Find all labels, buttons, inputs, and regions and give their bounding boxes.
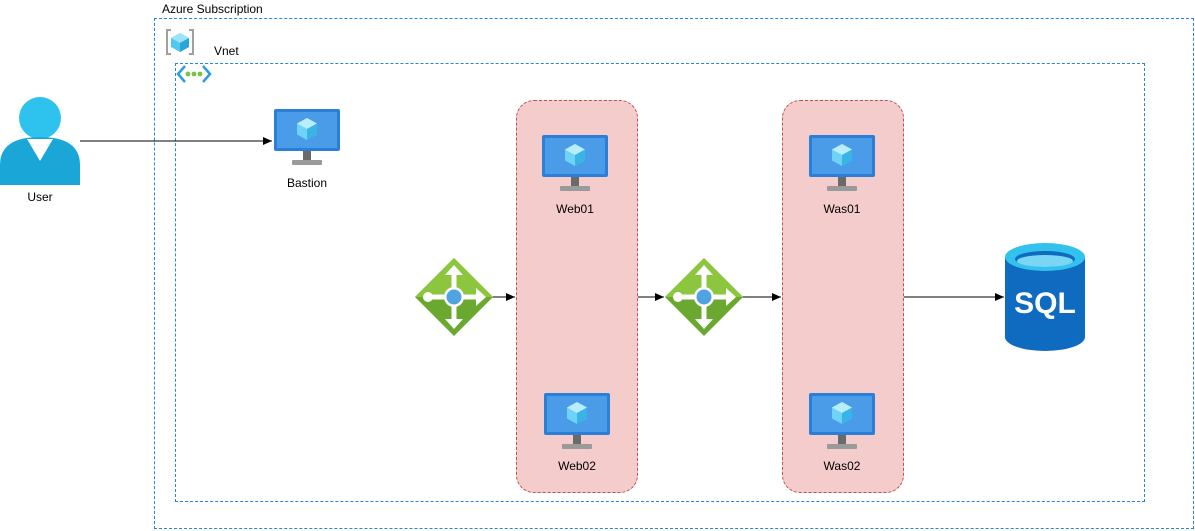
was02-vm-icon bbox=[809, 393, 875, 449]
user-icon bbox=[0, 97, 80, 185]
subscription-label: Azure Subscription bbox=[162, 2, 263, 16]
was01-label: Was01 bbox=[823, 202, 861, 216]
vnet-container bbox=[175, 63, 1145, 502]
subscription-container bbox=[154, 18, 1194, 529]
bastion-label: Bastion bbox=[286, 176, 328, 190]
virtual-network-icon bbox=[176, 65, 212, 83]
sql-label: SQL bbox=[1014, 287, 1076, 320]
web01-label: Web01 bbox=[556, 202, 594, 216]
user-label: User bbox=[27, 190, 53, 204]
was02-label: Was02 bbox=[823, 459, 861, 473]
was01-vm-icon bbox=[809, 135, 875, 191]
bastion-vm-icon bbox=[274, 109, 340, 165]
sql-database-icon: SQL bbox=[1005, 243, 1085, 351]
web01-vm-icon bbox=[542, 135, 608, 191]
was-load-balancer-icon bbox=[665, 258, 743, 336]
web02-label: Web02 bbox=[558, 459, 596, 473]
vnet-label: Vnet bbox=[214, 44, 239, 58]
web02-vm-icon bbox=[544, 393, 610, 449]
web-load-balancer-icon bbox=[415, 258, 493, 336]
subscription-icon bbox=[166, 29, 194, 55]
